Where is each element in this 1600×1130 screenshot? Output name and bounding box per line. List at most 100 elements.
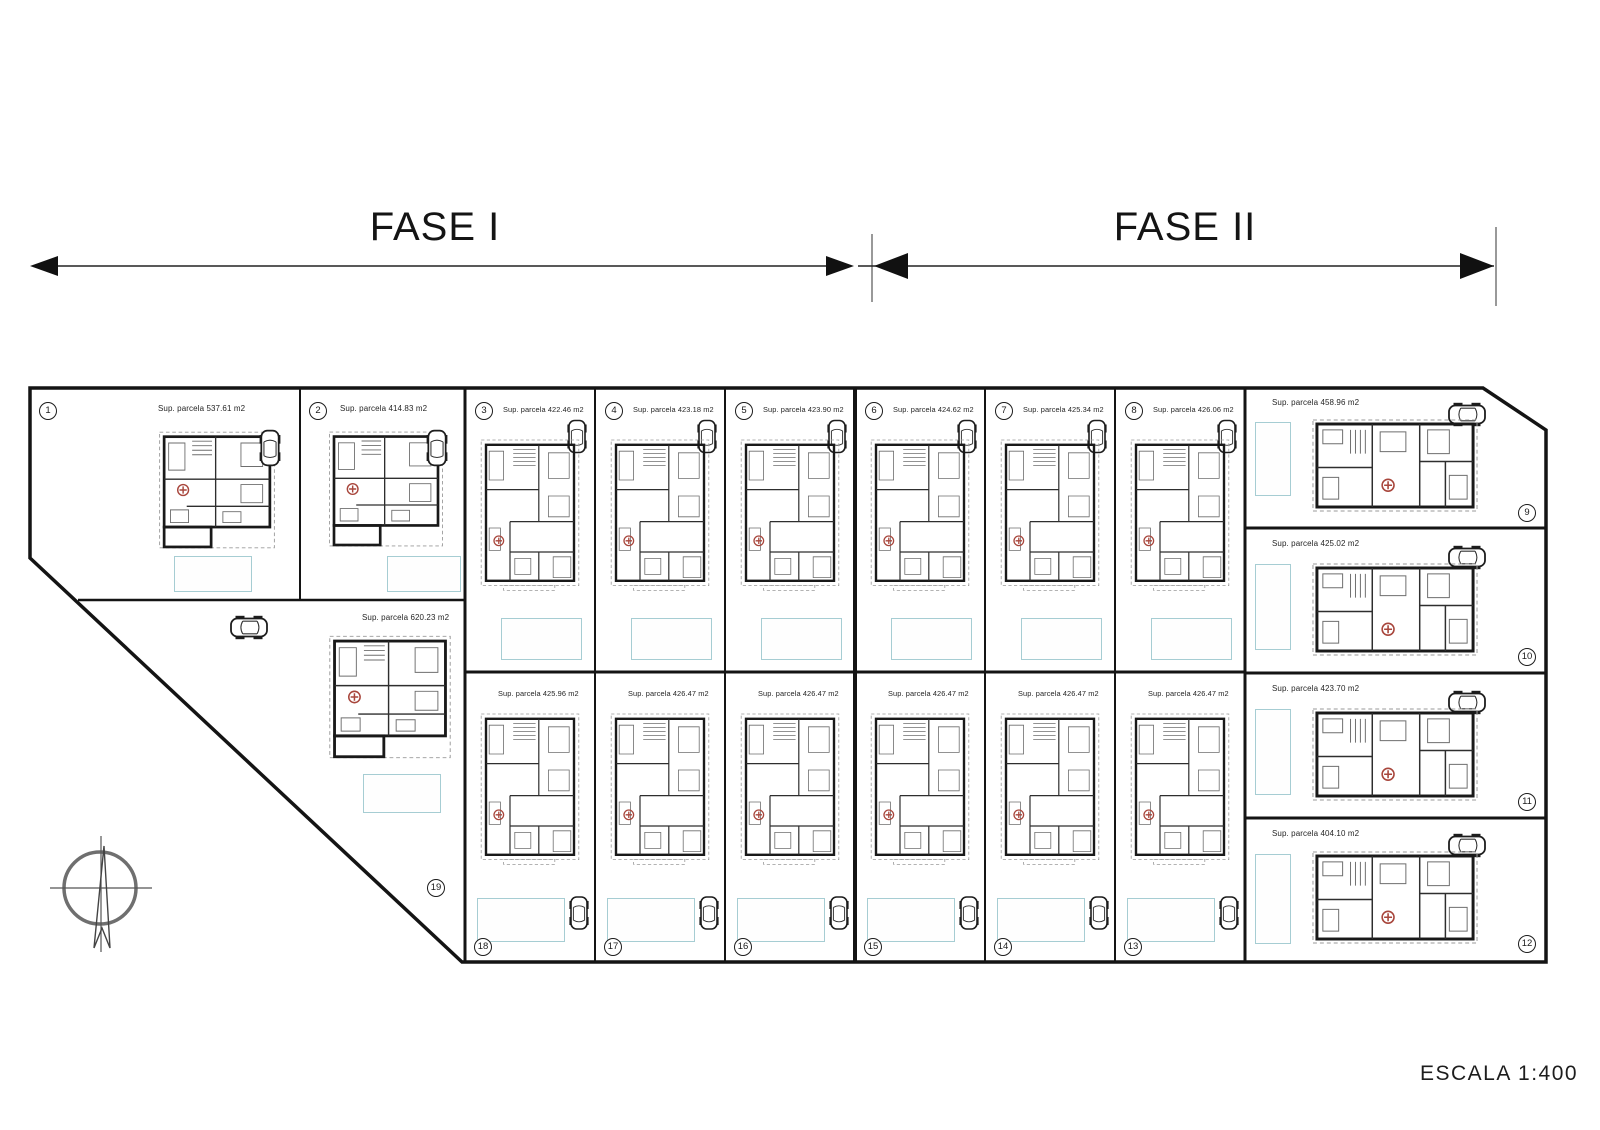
villa-floor-plan bbox=[1311, 850, 1479, 945]
parcel-number: 15 bbox=[864, 938, 882, 956]
parcel-area-label: Sup. parcela 620.23 m2 bbox=[362, 613, 450, 622]
parcel-number: 2 bbox=[309, 402, 327, 420]
parcel-number: 6 bbox=[865, 402, 883, 420]
parcel-10: Sup. parcela 425.02 m2 10 bbox=[1245, 528, 1546, 673]
parcel-area-label: Sup. parcela 424.62 m2 bbox=[893, 405, 974, 414]
swimming-pool bbox=[1255, 854, 1291, 944]
swimming-pool bbox=[761, 618, 842, 660]
parcel-area-label: Sup. parcela 426.47 m2 bbox=[628, 689, 709, 698]
parcel-2: 2 Sup. parcela 414.83 m2 bbox=[300, 388, 465, 600]
parcel-area-label: Sup. parcela 537.61 m2 bbox=[158, 404, 246, 413]
car-icon bbox=[698, 896, 720, 930]
parcel-area-label: Sup. parcela 423.70 m2 bbox=[1272, 684, 1360, 693]
parcel-11: Sup. parcela 423.70 m2 11 bbox=[1245, 673, 1546, 818]
swimming-pool bbox=[174, 556, 252, 592]
villa-floor-plan bbox=[740, 712, 840, 866]
swimming-pool bbox=[1151, 618, 1232, 660]
parcel-number: 10 bbox=[1518, 648, 1536, 666]
fase2-title: FASE II bbox=[1113, 205, 1257, 249]
car-icon bbox=[258, 429, 282, 467]
villa-floor-plan bbox=[1311, 562, 1479, 657]
parcel-9: Sup. parcela 458.96 m2 9 bbox=[1245, 388, 1546, 528]
parcel-area-label: Sup. parcela 404.10 m2 bbox=[1272, 829, 1360, 838]
parcel-number: 13 bbox=[1124, 938, 1142, 956]
parcel-area-label: Sup. parcela 425.02 m2 bbox=[1272, 539, 1360, 548]
car-icon bbox=[230, 614, 268, 641]
parcel-number: 18 bbox=[474, 938, 492, 956]
parcel-area-label: Sup. parcela 426.47 m2 bbox=[758, 689, 839, 698]
villa-floor-plan bbox=[328, 634, 452, 760]
parcel-16: Sup. parcela 426.47 m2 16 bbox=[725, 672, 855, 962]
parcel-area-label: Sup. parcela 423.18 m2 bbox=[633, 405, 714, 414]
parcel-number: 12 bbox=[1518, 935, 1536, 953]
parcel-number: 5 bbox=[735, 402, 753, 420]
parcel-area-label: Sup. parcela 423.90 m2 bbox=[763, 405, 844, 414]
parcel-5: 5 Sup. parcela 423.90 m2 bbox=[725, 388, 855, 672]
parcel-number: 9 bbox=[1518, 504, 1536, 522]
swimming-pool bbox=[607, 898, 695, 942]
parcel-number: 4 bbox=[605, 402, 623, 420]
car-icon bbox=[828, 896, 850, 930]
villa-floor-plan bbox=[610, 712, 710, 866]
parcel-area-label: Sup. parcela 425.96 m2 bbox=[498, 689, 579, 698]
villa-floor-plan bbox=[1311, 707, 1479, 802]
fase1-title: FASE I bbox=[369, 205, 501, 249]
parcel-number: 1 bbox=[39, 402, 57, 420]
swimming-pool bbox=[1021, 618, 1102, 660]
swimming-pool bbox=[1127, 898, 1215, 942]
villa-floor-plan bbox=[480, 438, 580, 592]
fase1-dimension-arrow bbox=[30, 256, 854, 276]
car-icon bbox=[958, 896, 980, 930]
parcel-15: Sup. parcela 426.47 m2 15 bbox=[855, 672, 985, 962]
swimming-pool bbox=[631, 618, 712, 660]
parcel-area-label: Sup. parcela 425.34 m2 bbox=[1023, 405, 1104, 414]
parcel-12: Sup. parcela 404.10 m2 12 bbox=[1245, 818, 1546, 962]
villa-floor-plan bbox=[1311, 418, 1479, 513]
car-icon bbox=[568, 896, 590, 930]
parcel-number: 11 bbox=[1518, 793, 1536, 811]
villa-floor-plan bbox=[1129, 438, 1231, 592]
parcel-number: 7 bbox=[995, 402, 1013, 420]
swimming-pool bbox=[1255, 564, 1291, 650]
villa-floor-plan bbox=[870, 438, 970, 592]
swimming-pool bbox=[477, 898, 565, 942]
parcel-1: 1 Sup. parcela 537.61 m2 bbox=[30, 388, 300, 600]
swimming-pool bbox=[737, 898, 825, 942]
parcel-number: 17 bbox=[604, 938, 622, 956]
villa-floor-plan bbox=[480, 712, 580, 866]
car-icon bbox=[1218, 896, 1240, 930]
parcel-number: 16 bbox=[734, 938, 752, 956]
swimming-pool bbox=[997, 898, 1085, 942]
parcel-area-label: Sup. parcela 426.47 m2 bbox=[888, 689, 969, 698]
villa-floor-plan bbox=[1129, 712, 1231, 866]
parcel-number: 14 bbox=[994, 938, 1012, 956]
parcel-17: Sup. parcela 426.47 m2 17 bbox=[595, 672, 725, 962]
parcel-13: Sup. parcela 426.47 m2 13 bbox=[1115, 672, 1245, 962]
swimming-pool bbox=[891, 618, 972, 660]
parcel-area-label: Sup. parcela 426.06 m2 bbox=[1153, 405, 1234, 414]
parcel-8: 8 Sup. parcela 426.06 m2 bbox=[1115, 388, 1245, 672]
swimming-pool bbox=[1255, 709, 1291, 795]
villa-floor-plan bbox=[1000, 438, 1101, 592]
parcel-number: 19 bbox=[427, 879, 445, 897]
scale-label: ESCALA 1:400 bbox=[1420, 1062, 1579, 1085]
swimming-pool bbox=[363, 774, 441, 813]
parcel-area-label: Sup. parcela 414.83 m2 bbox=[340, 404, 428, 413]
villa-floor-plan bbox=[870, 712, 970, 866]
parcel-18: Sup. parcela 425.96 m2 18 bbox=[465, 672, 595, 962]
parcel-area-label: Sup. parcela 422.46 m2 bbox=[503, 405, 584, 414]
swimming-pool bbox=[387, 556, 461, 592]
parcel-19: Sup. parcela 620.23 m2 19 bbox=[30, 600, 465, 962]
parcel-number: 3 bbox=[475, 402, 493, 420]
parcel-4: 4 Sup. parcela 423.18 m2 bbox=[595, 388, 725, 672]
villa-floor-plan bbox=[610, 438, 710, 592]
swimming-pool bbox=[1255, 422, 1291, 496]
parcel-6: 6 Sup. parcela 424.62 m2 bbox=[855, 388, 985, 672]
car-icon bbox=[425, 429, 449, 467]
villa-floor-plan bbox=[740, 438, 840, 592]
parcel-7: 7 Sup. parcela 425.34 m2 bbox=[985, 388, 1115, 672]
parcel-area-label: Sup. parcela 426.47 m2 bbox=[1018, 689, 1099, 698]
swimming-pool bbox=[867, 898, 955, 942]
